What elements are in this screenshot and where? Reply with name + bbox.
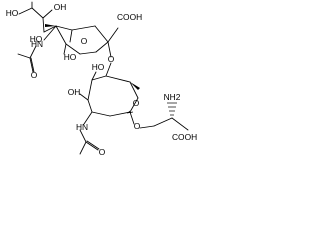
bond [30, 57, 35, 73]
bond [31, 7, 44, 19]
bond [86, 140, 100, 150]
bond [85, 141, 99, 151]
label-cooh-top-right: COOH [117, 12, 142, 22]
bond [43, 25, 57, 41]
label-ho-top-left: HO [6, 8, 19, 18]
label-o-serine-link: O [134, 121, 141, 131]
bond [91, 71, 97, 81]
bond [105, 62, 112, 77]
bond [129, 97, 139, 113]
hash [126, 111, 134, 114]
bond [139, 125, 155, 129]
bond [129, 111, 135, 125]
label-o-glyco-link: O [108, 54, 115, 64]
bond [29, 45, 37, 59]
bond [94, 25, 109, 43]
bond [29, 57, 34, 73]
label-nh2: NH2 [164, 92, 181, 102]
bond [65, 43, 81, 55]
bond [71, 25, 96, 31]
bond [129, 81, 139, 99]
bond [55, 25, 73, 31]
bond [109, 111, 131, 117]
bond [69, 29, 73, 43]
bond [87, 79, 93, 101]
label-oh-lower-mid: OH [68, 87, 81, 97]
bond [43, 25, 57, 33]
bond [153, 117, 173, 127]
stereo-hash-bonds [126, 102, 177, 116]
bond [63, 43, 67, 55]
bond [91, 111, 111, 117]
bond [95, 41, 109, 53]
bond [105, 75, 131, 83]
bond [79, 51, 97, 55]
bond [17, 53, 31, 59]
atom-labels: HO OH HO HN HO O COOH O O HO OH O HN O N… [6, 2, 197, 157]
chemical-structure: HO OH HO HN HO O COOH O O HO OH O HN O N… [0, 0, 218, 162]
label-oh-top-center: OH [54, 2, 67, 12]
bond [79, 93, 89, 101]
bond [91, 75, 107, 81]
bond [42, 9, 53, 19]
label-o-ring-top: O [81, 36, 88, 46]
bond [107, 41, 112, 58]
label-ho-mid-left: HO [30, 34, 43, 44]
label-ho-sialic-ring: HO [64, 52, 77, 62]
label-hn-left-bottom: HN [76, 122, 88, 132]
upper-ring-bonds [17, 1, 119, 73]
bond [171, 117, 189, 131]
lower-ring-bonds [79, 62, 189, 155]
bond [55, 25, 67, 45]
stereo-wedge [45, 24, 56, 27]
bond [79, 141, 87, 155]
label-o-acetyl-bottom: O [99, 147, 106, 157]
bond [83, 111, 93, 125]
bond [79, 129, 87, 143]
structure-drawing: HO OH HO HN HO O COOH O O HO OH O HN O N… [6, 1, 197, 157]
label-o-ring-bottom: O [133, 98, 140, 108]
bond [42, 17, 45, 33]
label-ho-lower: HO [92, 62, 105, 72]
bond [18, 7, 33, 15]
bond [87, 99, 93, 113]
label-o-acetyl-top: O [31, 70, 38, 80]
label-cooh-bottom-right: COOH [172, 132, 197, 142]
stereo-wedge [130, 82, 140, 90]
bond [107, 27, 119, 43]
label-hn-left-top: HN [31, 39, 43, 49]
